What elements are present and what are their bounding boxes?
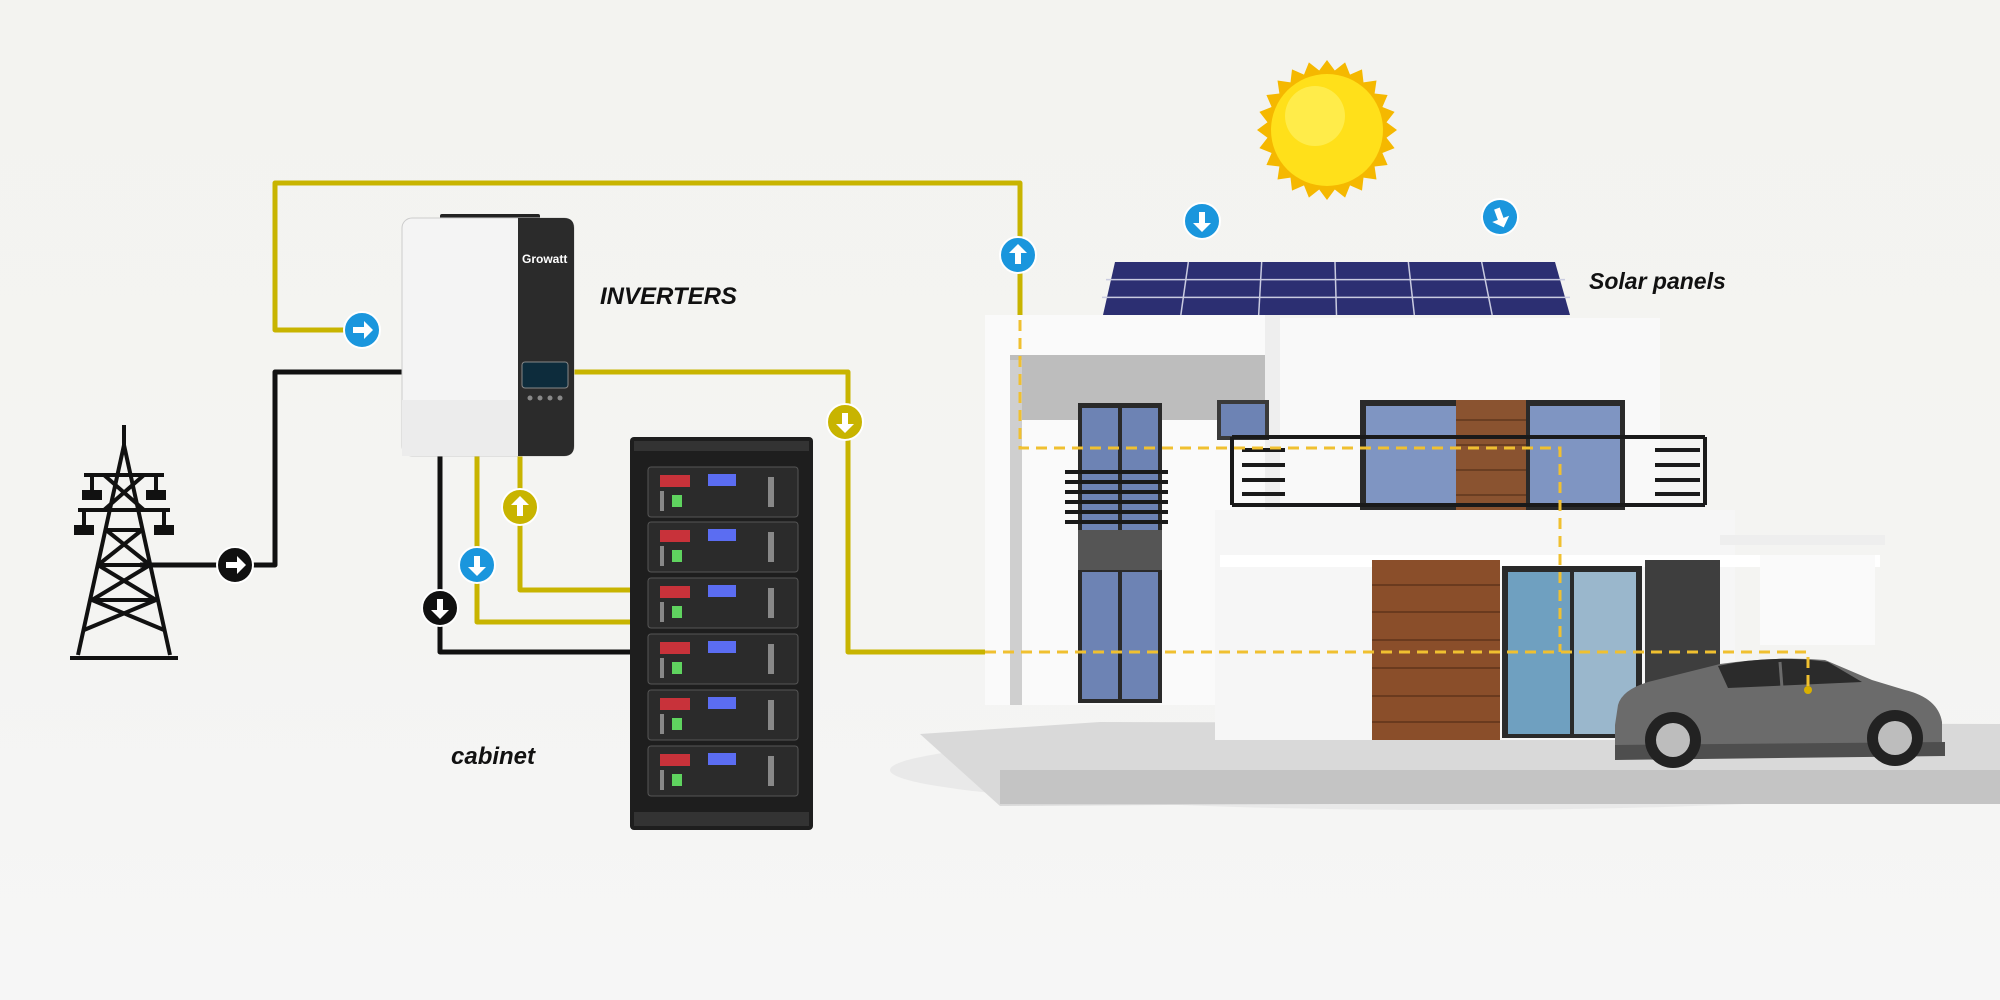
inverter-unit: Growatt	[401, 214, 575, 457]
inverter-to-cabinet-yellow-a	[474, 455, 630, 625]
electric-car	[1615, 658, 1945, 768]
flow-arrow-icon	[826, 403, 864, 441]
battery-module	[647, 466, 799, 518]
flow-arrow-icon	[343, 311, 381, 349]
grid-line	[140, 369, 402, 568]
inverter-to-cabinet-black	[437, 455, 630, 655]
flow-arrow-icon	[501, 488, 539, 526]
inverter-to-cabinet-yellow-b	[517, 455, 630, 593]
wiring	[140, 180, 1023, 655]
battery-module	[647, 745, 799, 797]
solar-to-inverter-line	[272, 180, 1023, 333]
flow-arrow-icon	[458, 546, 496, 584]
sun-icon	[1257, 60, 1397, 200]
inverter-to-house-line	[573, 369, 985, 655]
inverters-label: INVERTERS	[600, 283, 737, 310]
battery-module	[647, 633, 799, 685]
house	[920, 261, 2000, 806]
battery-module	[647, 521, 799, 573]
flow-arrow-icon	[1183, 202, 1221, 240]
battery-cabinet	[630, 437, 813, 830]
flow-arrows	[216, 198, 1519, 627]
flow-arrow-icon	[216, 546, 254, 584]
inverter-brand-logo: Growatt	[522, 252, 567, 266]
transmission-tower-icon	[70, 425, 178, 660]
solar-panels-label: Solar panels	[1589, 268, 1726, 294]
flow-arrow-icon	[421, 589, 459, 627]
flow-arrow-icon	[999, 236, 1037, 274]
flow-arrow-icon	[1481, 198, 1519, 236]
battery-module	[647, 689, 799, 741]
battery-module	[647, 577, 799, 629]
cabinet-label: cabinet	[451, 743, 536, 770]
house-dashed-feed	[985, 320, 1810, 690]
